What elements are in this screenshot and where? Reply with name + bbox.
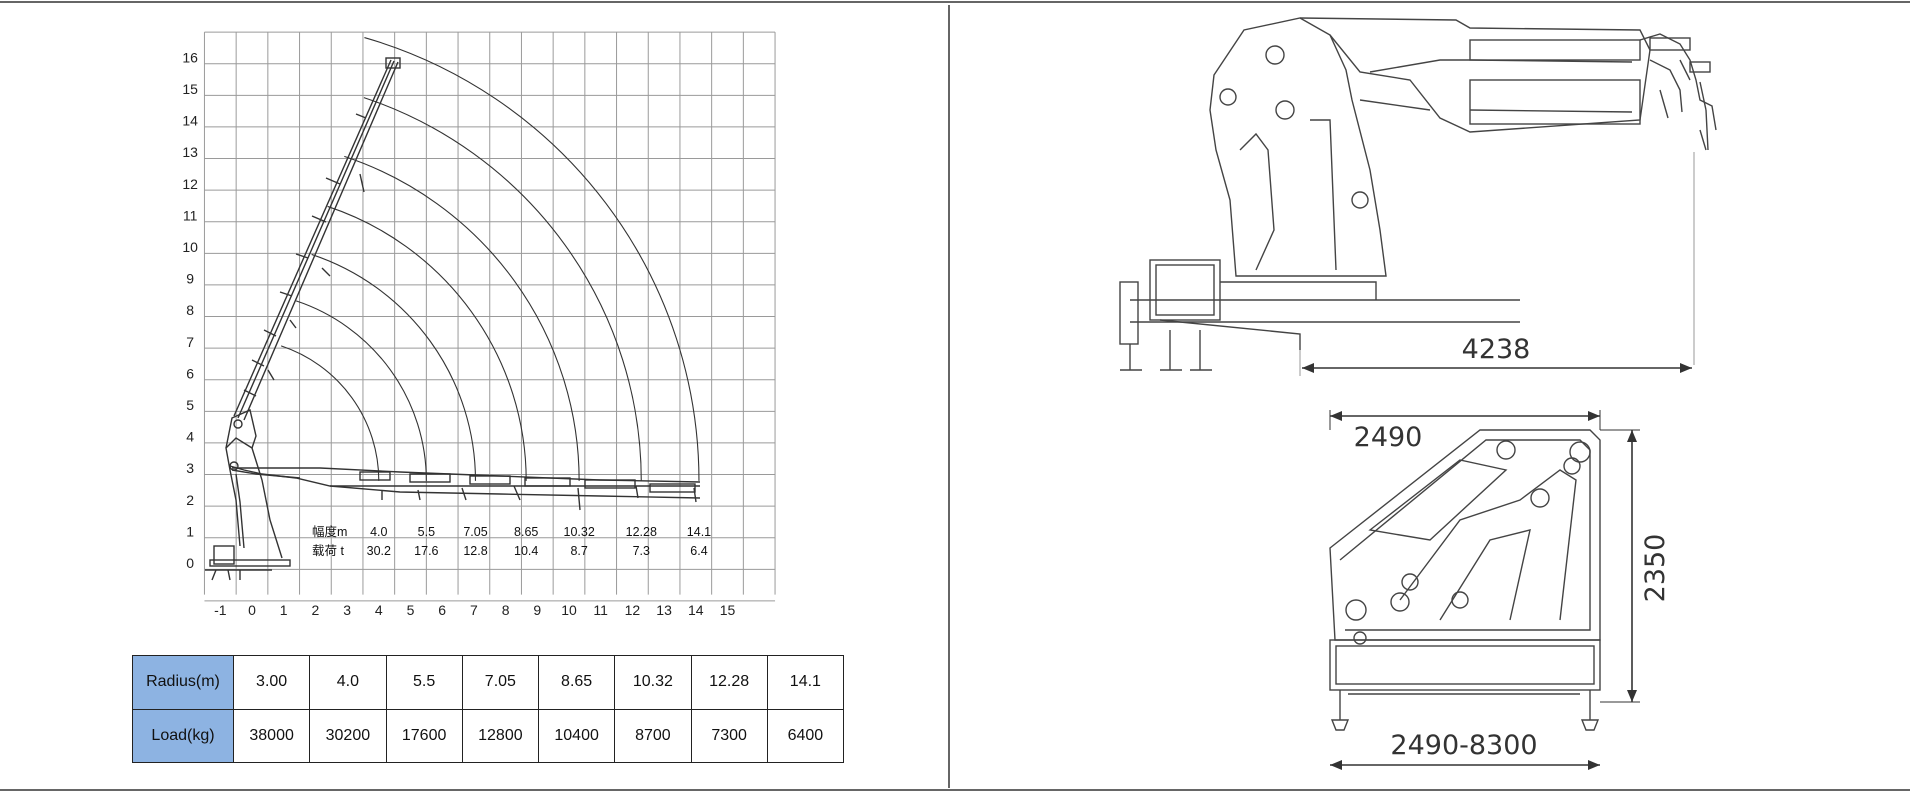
radius-arc — [363, 97, 642, 481]
arc-load-label: 10.4 — [514, 544, 538, 558]
load-header: Load(kg) — [132, 708, 234, 763]
working-radius-arcs — [280, 37, 700, 481]
load-row: Load(kg) 38000 30200 17600 12800 10400 8… — [132, 708, 845, 763]
arc-load-label: 30.2 — [367, 544, 391, 558]
width-dimension — [1329, 410, 1601, 430]
x-tick-label: 6 — [438, 602, 446, 618]
load-label: 载荷 t — [312, 544, 344, 558]
radius-arc — [364, 37, 700, 481]
x-tick-label: 0 — [248, 602, 256, 618]
x-tick-label: 8 — [502, 602, 510, 618]
radius-cell: 7.05 — [461, 655, 540, 710]
load-cell: 7300 — [690, 708, 768, 763]
x-tick-label: 5 — [407, 602, 415, 618]
arc-radius-label: 10.32 — [564, 525, 595, 539]
y-tick-label: 3 — [186, 460, 194, 476]
y-tick-label: 2 — [186, 492, 194, 508]
x-tick-label: -1 — [214, 602, 227, 618]
x-tick-label: 4 — [375, 602, 383, 618]
x-tick-label: 1 — [280, 602, 288, 618]
chart-grid — [203, 31, 776, 602]
radius-cell: 8.65 — [537, 655, 616, 710]
crane-boom-drawing — [205, 57, 701, 581]
y-tick-label: 8 — [186, 302, 194, 318]
height-dimension-label: 2350 — [1640, 534, 1671, 603]
load-cell: 17600 — [385, 708, 463, 763]
arc-load-label: 17.6 — [414, 544, 438, 558]
reach-dimension — [1302, 363, 1692, 373]
radius-cell: 3.00 — [232, 655, 311, 710]
arc-radius-label: 14.1 — [687, 525, 711, 539]
x-tick-label: 9 — [533, 602, 541, 618]
x-tick-label: 15 — [720, 602, 736, 618]
radius-cell: 4.0 — [309, 655, 387, 710]
x-tick-label: 11 — [593, 602, 608, 618]
y-tick-label: 4 — [186, 429, 194, 445]
y-tick-label: 5 — [186, 397, 194, 413]
load-cell: 12800 — [461, 708, 540, 763]
load-cell: 8700 — [614, 708, 692, 763]
x-tick-label: 2 — [312, 602, 320, 618]
x-tick-label: 7 — [470, 602, 478, 618]
radius-header: Radius(m) — [132, 655, 234, 710]
load-cell: 10400 — [537, 708, 616, 763]
y-tick-label: 0 — [186, 555, 194, 571]
y-tick-label: 16 — [182, 49, 198, 65]
y-tick-label: 7 — [186, 334, 194, 350]
radius-cell: 14.1 — [766, 655, 845, 710]
height-dimension — [1600, 429, 1640, 703]
crane-folded-view-drawing — [1329, 429, 1601, 731]
radius-arc — [327, 205, 527, 481]
y-tick-label: 14 — [182, 113, 198, 129]
arc-radius-label: 8.65 — [514, 525, 538, 539]
arc-radius-label: 5.5 — [418, 525, 435, 539]
y-tick-label: 1 — [186, 523, 194, 539]
radius-arc — [280, 345, 380, 481]
arc-radius-label: 4.0 — [370, 525, 387, 539]
y-tick-label: 6 — [186, 365, 194, 381]
y-tick-label: 11 — [183, 207, 198, 223]
crane-side-view-drawing — [1119, 17, 1717, 376]
radius-cell: 5.5 — [385, 655, 463, 710]
y-tick-label: 9 — [186, 271, 194, 287]
outrigger-dimension-label: 2490-8300 — [1390, 730, 1537, 761]
radius-arc — [295, 300, 427, 481]
radius-cell: 10.32 — [614, 655, 692, 710]
reach-dimension-label: 4238 — [1462, 334, 1531, 365]
y-tick-label: 13 — [182, 144, 198, 160]
outrigger-dimension — [1330, 760, 1600, 770]
x-tick-label: 12 — [625, 602, 641, 618]
arc-radius-label: 12.28 — [626, 525, 657, 539]
arc-load-label: 7.3 — [633, 544, 650, 558]
arc-load-label: 6.4 — [690, 544, 707, 558]
radius-label: 幅度m — [312, 524, 347, 539]
radius-arc — [344, 155, 580, 481]
x-tick-label: 3 — [343, 602, 351, 618]
x-tick-label: 10 — [561, 602, 577, 618]
x-tick-label: 14 — [688, 602, 704, 618]
arc-load-label: 8.7 — [570, 544, 587, 558]
y-tick-label: 15 — [182, 81, 198, 97]
load-table: Radius(m) 3.00 4.0 5.5 7.05 8.65 10.32 1… — [132, 655, 845, 763]
arc-load-label: 12.8 — [463, 544, 487, 558]
y-tick-label: 12 — [182, 176, 198, 192]
radius-cell: 12.28 — [690, 655, 768, 710]
radius-arc — [311, 253, 477, 481]
load-cell: 30200 — [309, 708, 387, 763]
load-cell: 38000 — [232, 708, 311, 763]
x-tick-label: 13 — [656, 602, 672, 618]
arc-radius-label: 7.05 — [463, 525, 487, 539]
y-tick-label: 10 — [182, 239, 198, 255]
radius-row: Radius(m) 3.00 4.0 5.5 7.05 8.65 10.32 1… — [132, 655, 845, 710]
arc-labels: 4.0 30.2 5.5 17.6 7.05 12.8 8.65 10.4 10.32 8.7 12… — [367, 525, 712, 558]
load-cell: 6400 — [766, 708, 845, 763]
width-dimension-label: 2490 — [1354, 422, 1423, 453]
